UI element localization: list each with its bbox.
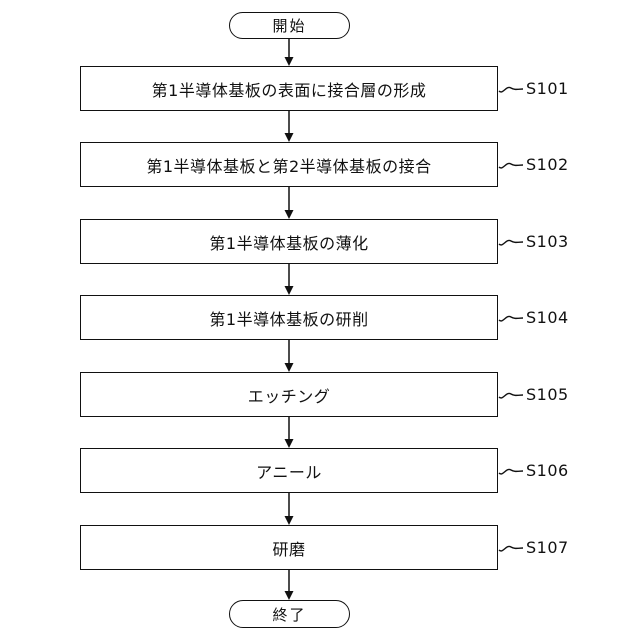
reference-squiggle-icon (498, 545, 524, 552)
step-box-s101: 第1半導体基板の表面に接合層の形成 (80, 66, 498, 111)
step-ref-s101: S101 (498, 66, 618, 111)
step-ref-s103: S103 (498, 219, 618, 264)
step-ref-s104: S104 (498, 295, 618, 340)
step-ref-label: S102 (526, 155, 569, 174)
step-label: 研磨 (272, 539, 306, 559)
step-ref-label: S105 (526, 385, 569, 404)
reference-squiggle-icon (498, 162, 524, 169)
step-box-s106: アニール (80, 448, 498, 493)
reference-squiggle-icon (498, 239, 524, 246)
start-label: 開始 (272, 17, 307, 35)
reference-squiggle-icon (498, 468, 524, 475)
end-label: 終了 (272, 605, 307, 624)
step-box-s102: 第1半導体基板と第2半導体基板の接合 (80, 142, 498, 187)
step-box-s104: 第1半導体基板の研削 (80, 295, 498, 340)
step-ref-s106: S106 (498, 448, 618, 493)
step-ref-label: S101 (526, 79, 569, 98)
step-ref-label: S107 (526, 538, 569, 557)
step-label: 第1半導体基板の薄化 (209, 233, 369, 253)
step-label: 第1半導体基板と第2半導体基板の接合 (146, 156, 432, 176)
step-box-s107: 研磨 (80, 525, 498, 570)
step-ref-label: S106 (526, 461, 569, 480)
reference-squiggle-icon (498, 315, 524, 322)
reference-squiggle-icon (498, 86, 524, 93)
step-box-s103: 第1半導体基板の薄化 (80, 219, 498, 264)
step-label: エッチング (247, 386, 331, 406)
step-label: 第1半導体基板の表面に接合層の形成 (151, 80, 427, 100)
step-label: アニール (256, 462, 322, 482)
start-terminal: 開始 (229, 12, 350, 39)
step-label: 第1半導体基板の研削 (209, 309, 369, 329)
end-terminal: 終了 (229, 600, 350, 628)
step-ref-label: S103 (526, 232, 569, 251)
step-box-s105: エッチング (80, 372, 498, 417)
step-ref-s105: S105 (498, 372, 618, 417)
reference-squiggle-icon (498, 392, 524, 399)
step-ref-s102: S102 (498, 142, 618, 187)
step-ref-s107: S107 (498, 525, 618, 570)
step-ref-label: S104 (526, 308, 569, 327)
